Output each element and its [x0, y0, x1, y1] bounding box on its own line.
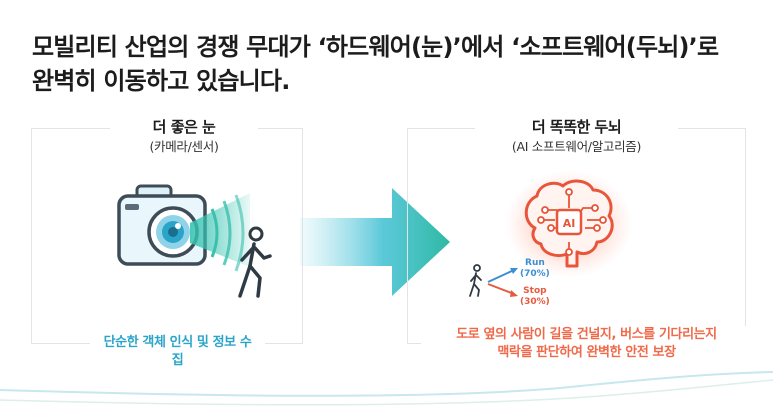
headline: 모빌리티 산업의 경쟁 무대가 ‘하드웨어(눈)’에서 ‘소프트웨어(두뇌)’로…	[32, 30, 752, 98]
headline-line-2: 완벽히 이동하고 있습니다.	[32, 67, 290, 95]
transition-arrow-icon	[300, 188, 450, 296]
stop-value: (30%)	[520, 297, 550, 307]
ai-brain-icon: AI	[505, 170, 633, 278]
run-arrow-icon	[487, 269, 515, 283]
brain-caption-line-2: 맥락을 판단하여 완벽한 안전 보장	[497, 345, 676, 360]
decorative-wave	[0, 371, 773, 406]
run-value: (70%)	[520, 269, 550, 279]
eye-panel-subtitle: (카메라/센서)	[149, 139, 219, 154]
run-prediction: Run (70%)	[520, 258, 550, 280]
brain-caption-line-1: 도로 옆의 사람이 길을 건널지, 버스를 기다리는지	[456, 327, 717, 342]
small-person-icon	[473, 264, 481, 272]
headline-line-1: 모빌리티 산업의 경쟁 무대가 ‘하드웨어(눈)’에서 ‘소프트웨어(두뇌)’로	[32, 33, 719, 61]
brain-panel-title: 더 똑똑한 두뇌	[531, 118, 622, 136]
run-label: Run	[525, 258, 545, 268]
prediction-diagram	[469, 264, 518, 297]
brain-panel-caption: 도로 옆의 사람이 길을 건널지, 버스를 기다리는지 맥락을 판단하여 완벽한…	[421, 326, 752, 362]
brain-panel-header: 더 똑똑한 두뇌 (AI 소프트웨어/알고리즘)	[475, 116, 678, 156]
stop-label: Stop	[523, 286, 547, 296]
ai-chip-label: AI	[563, 217, 576, 230]
eye-panel-header: 더 좋은 눈 (카메라/센서)	[110, 116, 258, 156]
stop-prediction: Stop (30%)	[520, 286, 550, 308]
walking-person-icon	[238, 226, 272, 298]
eye-panel-caption: 단순한 객체 인식 및 정보 수집	[90, 334, 265, 370]
stop-arrow-icon	[487, 283, 515, 295]
eye-panel-title: 더 좋은 눈	[152, 118, 216, 136]
sensor-wave-icon	[190, 193, 250, 272]
brain-panel-subtitle: (AI 소프트웨어/알고리즘)	[511, 139, 642, 154]
